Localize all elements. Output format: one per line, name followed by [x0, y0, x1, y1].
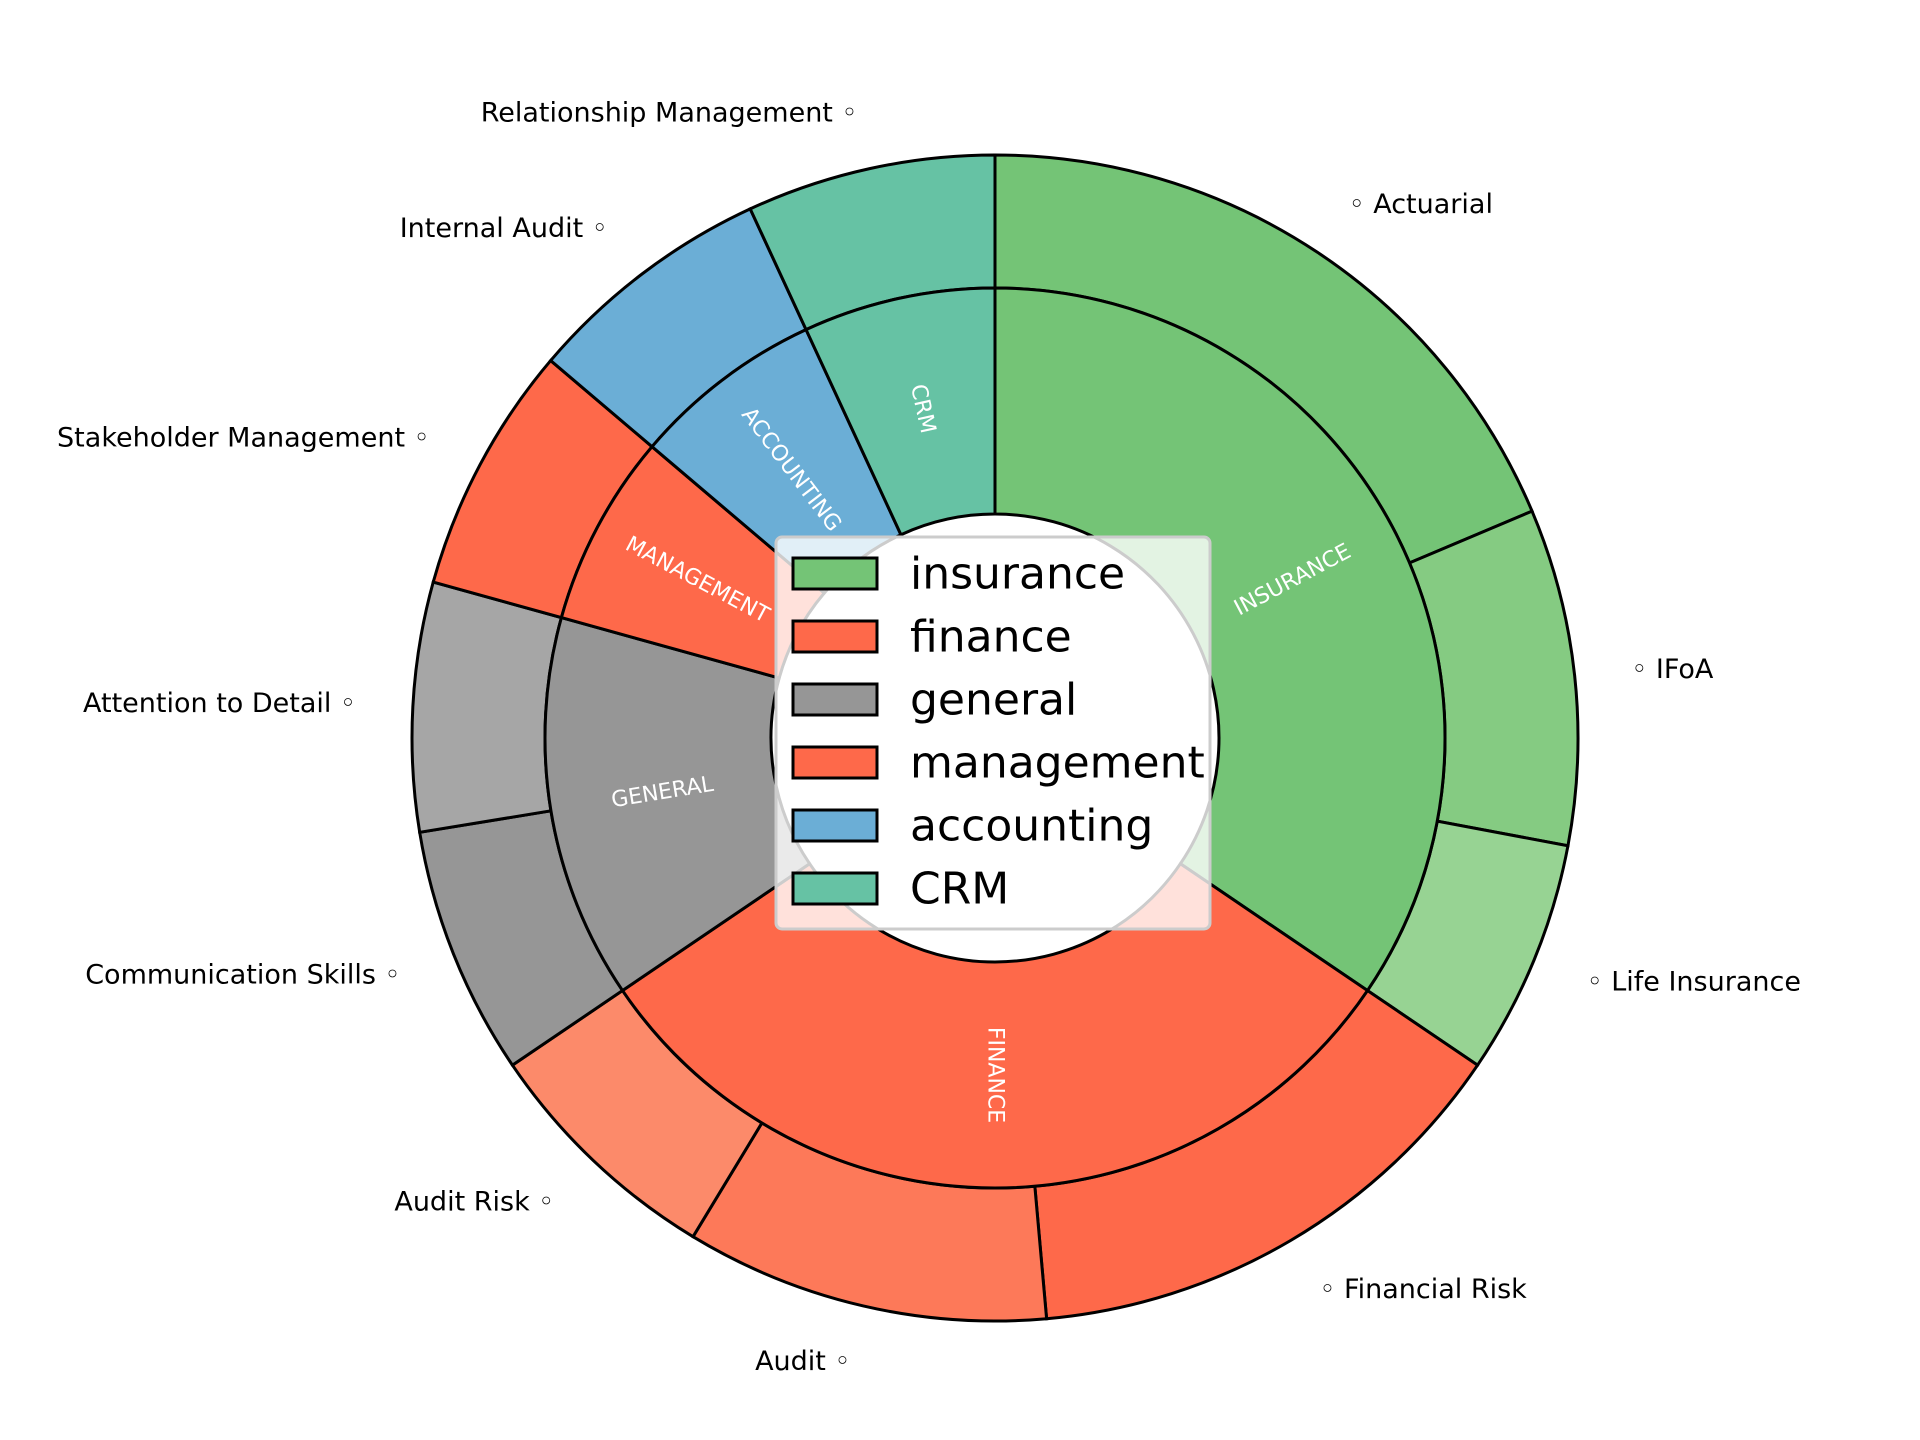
legend-label-finance: finance — [910, 612, 1072, 663]
outer-label-audit: Audit ◦ — [755, 1346, 850, 1377]
outer-labels: ◦ Actuarial ◦ IFoA ◦ Life Insurance ◦ Finan… — [57, 97, 1801, 1376]
inner-slice-finance — [620, 861, 1370, 1190]
legend-label-crm: CRM — [910, 864, 1009, 915]
legend-swatch-crm — [791, 871, 879, 906]
legend: insurance finance general management account… — [774, 535, 1212, 931]
legend-swatch-finance — [791, 619, 879, 654]
outer-label-relationship-management: Relationship Management ◦ — [481, 97, 858, 128]
legend-label-insurance: insurance — [910, 549, 1125, 600]
inner-ring — [543, 286, 1447, 1190]
legend-swatch-general — [791, 682, 879, 717]
inner-slice-crm — [804, 286, 997, 537]
outer-label-stakeholder-management: Stakeholder Management ◦ — [57, 423, 430, 454]
outer-label-internal-audit: Internal Audit ◦ — [400, 213, 608, 244]
outer-ring — [410, 153, 1580, 1323]
outer-label-actuarial: ◦ Actuarial — [1349, 189, 1493, 220]
legend-box — [774, 535, 1212, 931]
outer-label-ifoa: ◦ IFoA — [1631, 654, 1714, 685]
outer-label-financial-risk: ◦ Financial Risk — [1320, 1274, 1528, 1305]
legend-swatch-management — [791, 745, 879, 780]
outer-label-communication-skills: Communication Skills ◦ — [85, 959, 400, 990]
legend-label-general: general — [910, 675, 1077, 726]
outer-label-attention-to-detail: Attention to Detail ◦ — [83, 688, 356, 719]
legend-label-management: management — [910, 738, 1205, 789]
legend-swatch-insurance — [791, 556, 879, 591]
inner-label-finance: FINANCE — [983, 1027, 1008, 1123]
legend-label-accounting: accounting — [910, 801, 1153, 852]
outer-label-audit-risk: Audit Risk ◦ — [394, 1187, 554, 1218]
legend-swatch-accounting — [791, 808, 879, 843]
outer-slice-attention-to-detail — [410, 580, 564, 835]
outer-label-life-insurance: ◦ Life Insurance — [1587, 966, 1801, 997]
